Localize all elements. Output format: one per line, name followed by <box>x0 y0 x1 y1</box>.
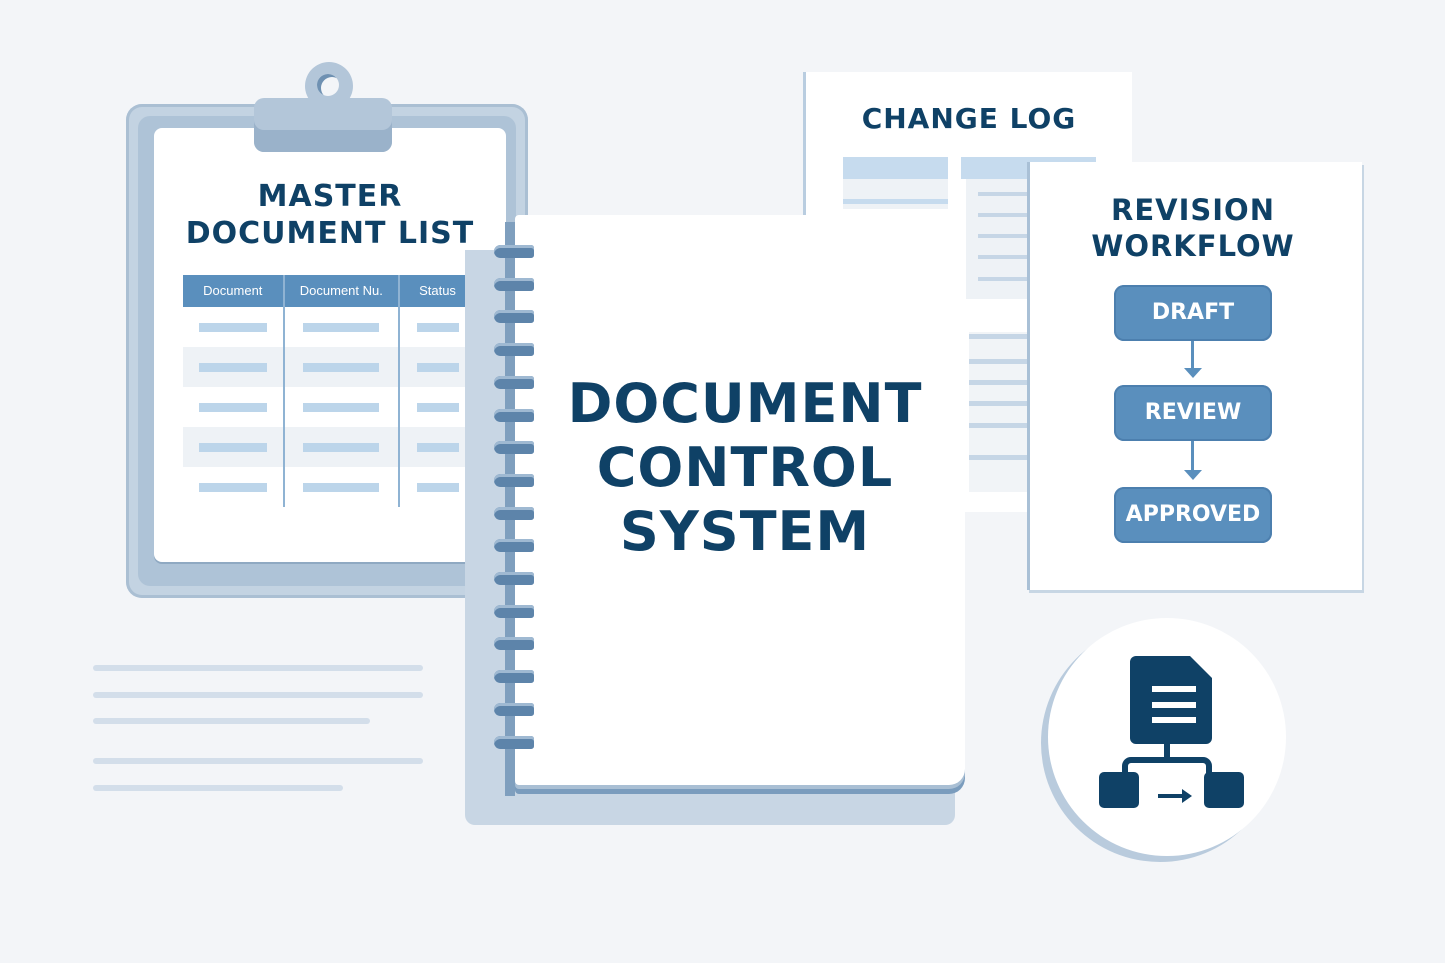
placeholder-bar <box>416 402 459 412</box>
arrow-head-icon <box>1184 368 1202 378</box>
placeholder-bar <box>416 362 459 372</box>
decorative-line <box>93 785 343 791</box>
spiral-ring <box>494 539 534 553</box>
spiral-ring <box>494 506 534 520</box>
change-log-line <box>969 455 1031 460</box>
decorative-line <box>93 665 423 671</box>
spiral-ring <box>494 441 534 455</box>
notebook-cover <box>515 215 965 785</box>
placeholder-bar <box>303 362 380 372</box>
change-log-line <box>969 334 1031 339</box>
change-log-column <box>969 332 1031 492</box>
arrow-head-icon <box>1184 470 1202 480</box>
placeholder-bar <box>198 362 267 372</box>
spiral-ring <box>494 735 534 749</box>
master-document-list-title: MASTER DOCUMENT LIST <box>154 178 506 252</box>
placeholder-bar <box>303 482 380 492</box>
spiral-ring <box>494 572 534 585</box>
spiral-ring <box>494 702 534 716</box>
document-control-system-title: DOCUMENT CONTROL SYSTEM <box>515 372 975 564</box>
spiral-ring <box>494 637 534 651</box>
change-log-line <box>969 401 1031 406</box>
title-line: REVISION <box>1111 193 1275 227</box>
placeholder-bar <box>198 442 267 452</box>
document-workflow-badge <box>1048 618 1286 856</box>
revision-workflow-title: REVISION WORKFLOW <box>1027 192 1359 264</box>
title-line: MASTER <box>257 179 403 214</box>
spiral-ring <box>494 310 534 324</box>
master-document-table: Document Document Nu. Status <box>183 275 475 507</box>
spiral-ring <box>494 245 534 258</box>
placeholder-bar <box>416 442 459 452</box>
arrow-down-icon <box>1191 441 1194 471</box>
change-log-column <box>966 179 1031 299</box>
title-line: CONTROL <box>596 436 894 499</box>
spiral-ring <box>494 277 534 291</box>
column-header-document-number: Document Nu. <box>285 275 401 307</box>
title-line: DOCUMENT <box>567 372 923 435</box>
placeholder-bar <box>416 322 459 332</box>
placeholder-bar <box>416 482 459 492</box>
decorative-line <box>93 692 423 698</box>
column-header-status: Status <box>419 283 456 298</box>
spiral-ring <box>494 375 534 389</box>
decorative-line <box>93 718 370 724</box>
column-header-document: Document <box>183 275 285 307</box>
table-header: Document Document Nu. Status <box>183 275 475 307</box>
spiral-ring <box>494 343 534 357</box>
spiral-ring <box>494 473 534 487</box>
change-log-line <box>978 234 1030 238</box>
title-line: DOCUMENT LIST <box>185 216 475 251</box>
placeholder-bar <box>303 442 380 452</box>
change-log-line <box>978 192 1030 196</box>
workflow-step-draft: DRAFT <box>1114 285 1272 341</box>
table-row <box>183 427 475 467</box>
clipboard-clamp-icon <box>254 98 392 152</box>
placeholder-bar <box>198 482 267 492</box>
arrow-down-icon <box>1191 341 1194 369</box>
change-log-line <box>969 423 1031 428</box>
placeholder-bar <box>198 402 267 412</box>
change-log-line <box>969 380 1031 385</box>
change-log-line <box>978 277 1030 281</box>
title-line: SYSTEM <box>619 500 871 563</box>
change-log-row-line <box>843 199 948 204</box>
change-log-title: CHANGE LOG <box>861 102 1077 135</box>
workflow-step-review: REVIEW <box>1114 385 1272 441</box>
placeholder-bar <box>198 322 267 332</box>
spiral-ring <box>494 408 534 422</box>
table-row <box>183 387 475 427</box>
document-workflow-icon <box>1099 656 1244 808</box>
title-line: WORKFLOW <box>1091 229 1295 263</box>
clipboard-ring-hole <box>317 74 339 96</box>
change-log-line <box>978 255 1030 259</box>
table-row <box>183 467 475 507</box>
placeholder-bar <box>303 322 380 332</box>
change-log-line <box>978 213 1030 217</box>
change-log-row <box>843 179 948 209</box>
change-log-header-cell <box>843 157 948 179</box>
spiral-ring <box>494 604 534 618</box>
placeholder-bar <box>303 402 380 412</box>
table-row <box>183 307 475 347</box>
table-row <box>183 347 475 387</box>
change-log-line <box>969 359 1031 364</box>
spiral-ring <box>494 670 534 684</box>
workflow-step-approved: APPROVED <box>1114 487 1272 543</box>
decorative-line <box>93 758 423 764</box>
